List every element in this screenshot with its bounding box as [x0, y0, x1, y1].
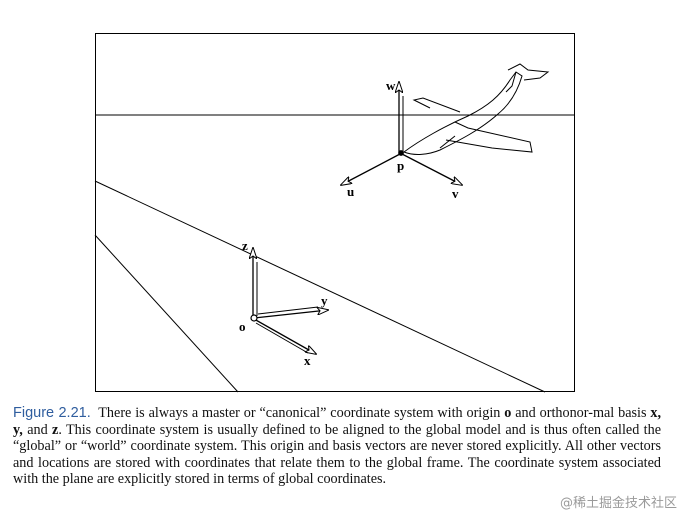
airplane [402, 63, 550, 155]
label-z: z [242, 238, 248, 253]
figure-illustration: w p u v z y o x [94, 33, 575, 393]
ground-edge-lower [94, 234, 239, 393]
label-w: w [386, 78, 396, 93]
ground-edge-upper [94, 180, 546, 393]
plane-frame-vectors [341, 82, 462, 185]
vector-u [341, 153, 401, 185]
caption-basis-z: z [52, 421, 59, 438]
point-o [250, 314, 258, 322]
figure-frame [95, 33, 575, 392]
label-o: o [239, 319, 246, 334]
caption-text-4: . This coordinate system is usually defi… [13, 421, 661, 488]
caption-origin: o [504, 405, 512, 421]
vector-x [253, 318, 316, 354]
figure-caption: Figure 2.21. There is always a master or… [13, 405, 661, 488]
caption-text-1: There is always a master or “canonical” … [98, 405, 505, 421]
point-p [398, 150, 404, 156]
label-x: x [304, 353, 311, 368]
caption-text-2: and orthonor-mal basis [511, 405, 651, 421]
figure-number: Figure 2.21. [13, 405, 91, 421]
world-frame-vectors [251, 248, 328, 354]
caption-basis: x, y, [13, 405, 662, 438]
caption-text-3: and [22, 421, 53, 438]
vector-y [253, 310, 328, 319]
label-p: p [397, 158, 404, 173]
label-u: u [347, 184, 354, 199]
watermark: @稀土掘金技术社区 [559, 496, 677, 511]
vector-v [401, 153, 462, 185]
label-y: y [321, 293, 328, 308]
label-v: v [452, 186, 459, 201]
